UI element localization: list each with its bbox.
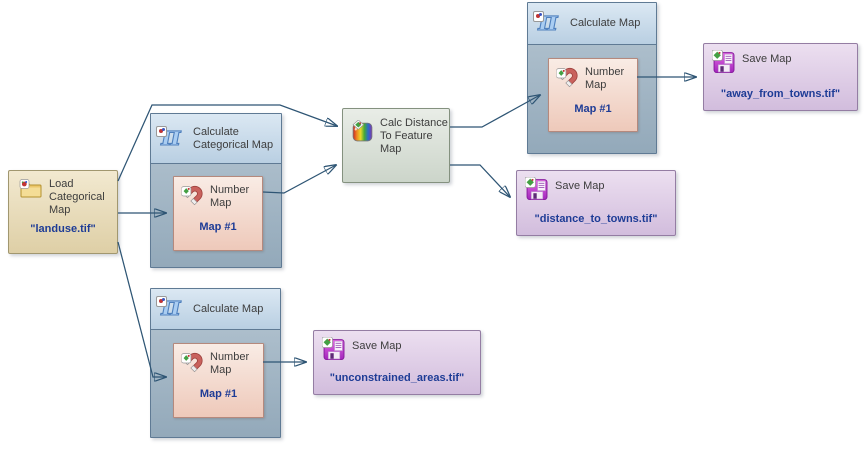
node-title: Calc Distance To Feature Map [380,117,448,155]
node-value: Map #1 [574,103,612,115]
functor-calculate-map-bottom[interactable]: π Calculate Map Number Map Map #1 [150,288,281,438]
functor-save-map-unconstrained-areas[interactable]: Save Map "unconstrained_areas.tif" [313,330,481,395]
node-value: "distance_to_towns.tif" [534,213,658,225]
node-value: Map #1 [199,221,237,233]
functor-save-map-away-from-towns[interactable]: Save Map "away_from_towns.tif" [703,43,858,111]
magnet-icon [556,66,580,89]
pi-icon: π [533,5,561,38]
floppy-icon [712,50,735,73]
functor-number-map[interactable]: Number Map Map #1 [173,343,264,418]
node-title: Calculate Map [193,302,264,315]
node-value: "unconstrained_areas.tif" [329,372,465,384]
functor-calc-distance-to-feature-map[interactable]: Calc Distance To Feature Map [342,108,450,183]
node-title: Load Categorical Map [49,178,105,216]
rainbow-map-icon [351,120,374,143]
container-header[interactable]: π Calculate Categorical Map [151,114,281,164]
node-title: Save Map [555,180,605,192]
functor-save-map-distance-to-towns[interactable]: Save Map "distance_to_towns.tif" [516,170,676,236]
edge-calc-distance-to-save-distance [450,164,510,197]
functor-calculate-categorical-map[interactable]: π Calculate Categorical Map Number Map M… [150,113,282,268]
container-header[interactable]: π Calculate Map [528,3,656,45]
magnet-icon [181,184,205,207]
container-header[interactable]: π Calculate Map [151,289,280,330]
functor-load-categorical-map[interactable]: Load Categorical Map "landuse.tif" [8,170,118,254]
node-title: Calculate Map [570,17,641,29]
node-value: "away_from_towns.tif" [720,88,841,100]
icon-badge [156,296,167,307]
functor-number-map[interactable]: Number Map Map #1 [173,176,263,251]
functor-calculate-map-top[interactable]: π Calculate Map Number Map Map #1 [527,2,657,154]
node-value: Map #1 [199,388,238,400]
node-title: Number Map [210,184,250,209]
folder-icon [19,179,43,199]
node-title: Calculate Categorical Map [193,125,274,151]
node-title: Number Map [210,351,250,376]
floppy-icon [525,177,548,200]
node-title: Save Map [742,53,792,65]
node-title: Number Map [585,66,625,91]
functor-number-map[interactable]: Number Map Map #1 [548,58,638,132]
pi-icon: π [156,290,184,323]
icon-badge [156,125,167,137]
icon-badge [533,10,544,22]
pi-icon: π [156,120,184,153]
floppy-icon [322,337,345,360]
node-title: Save Map [352,340,402,352]
node-value: "landuse.tif" [30,223,96,235]
magnet-icon [181,351,205,374]
